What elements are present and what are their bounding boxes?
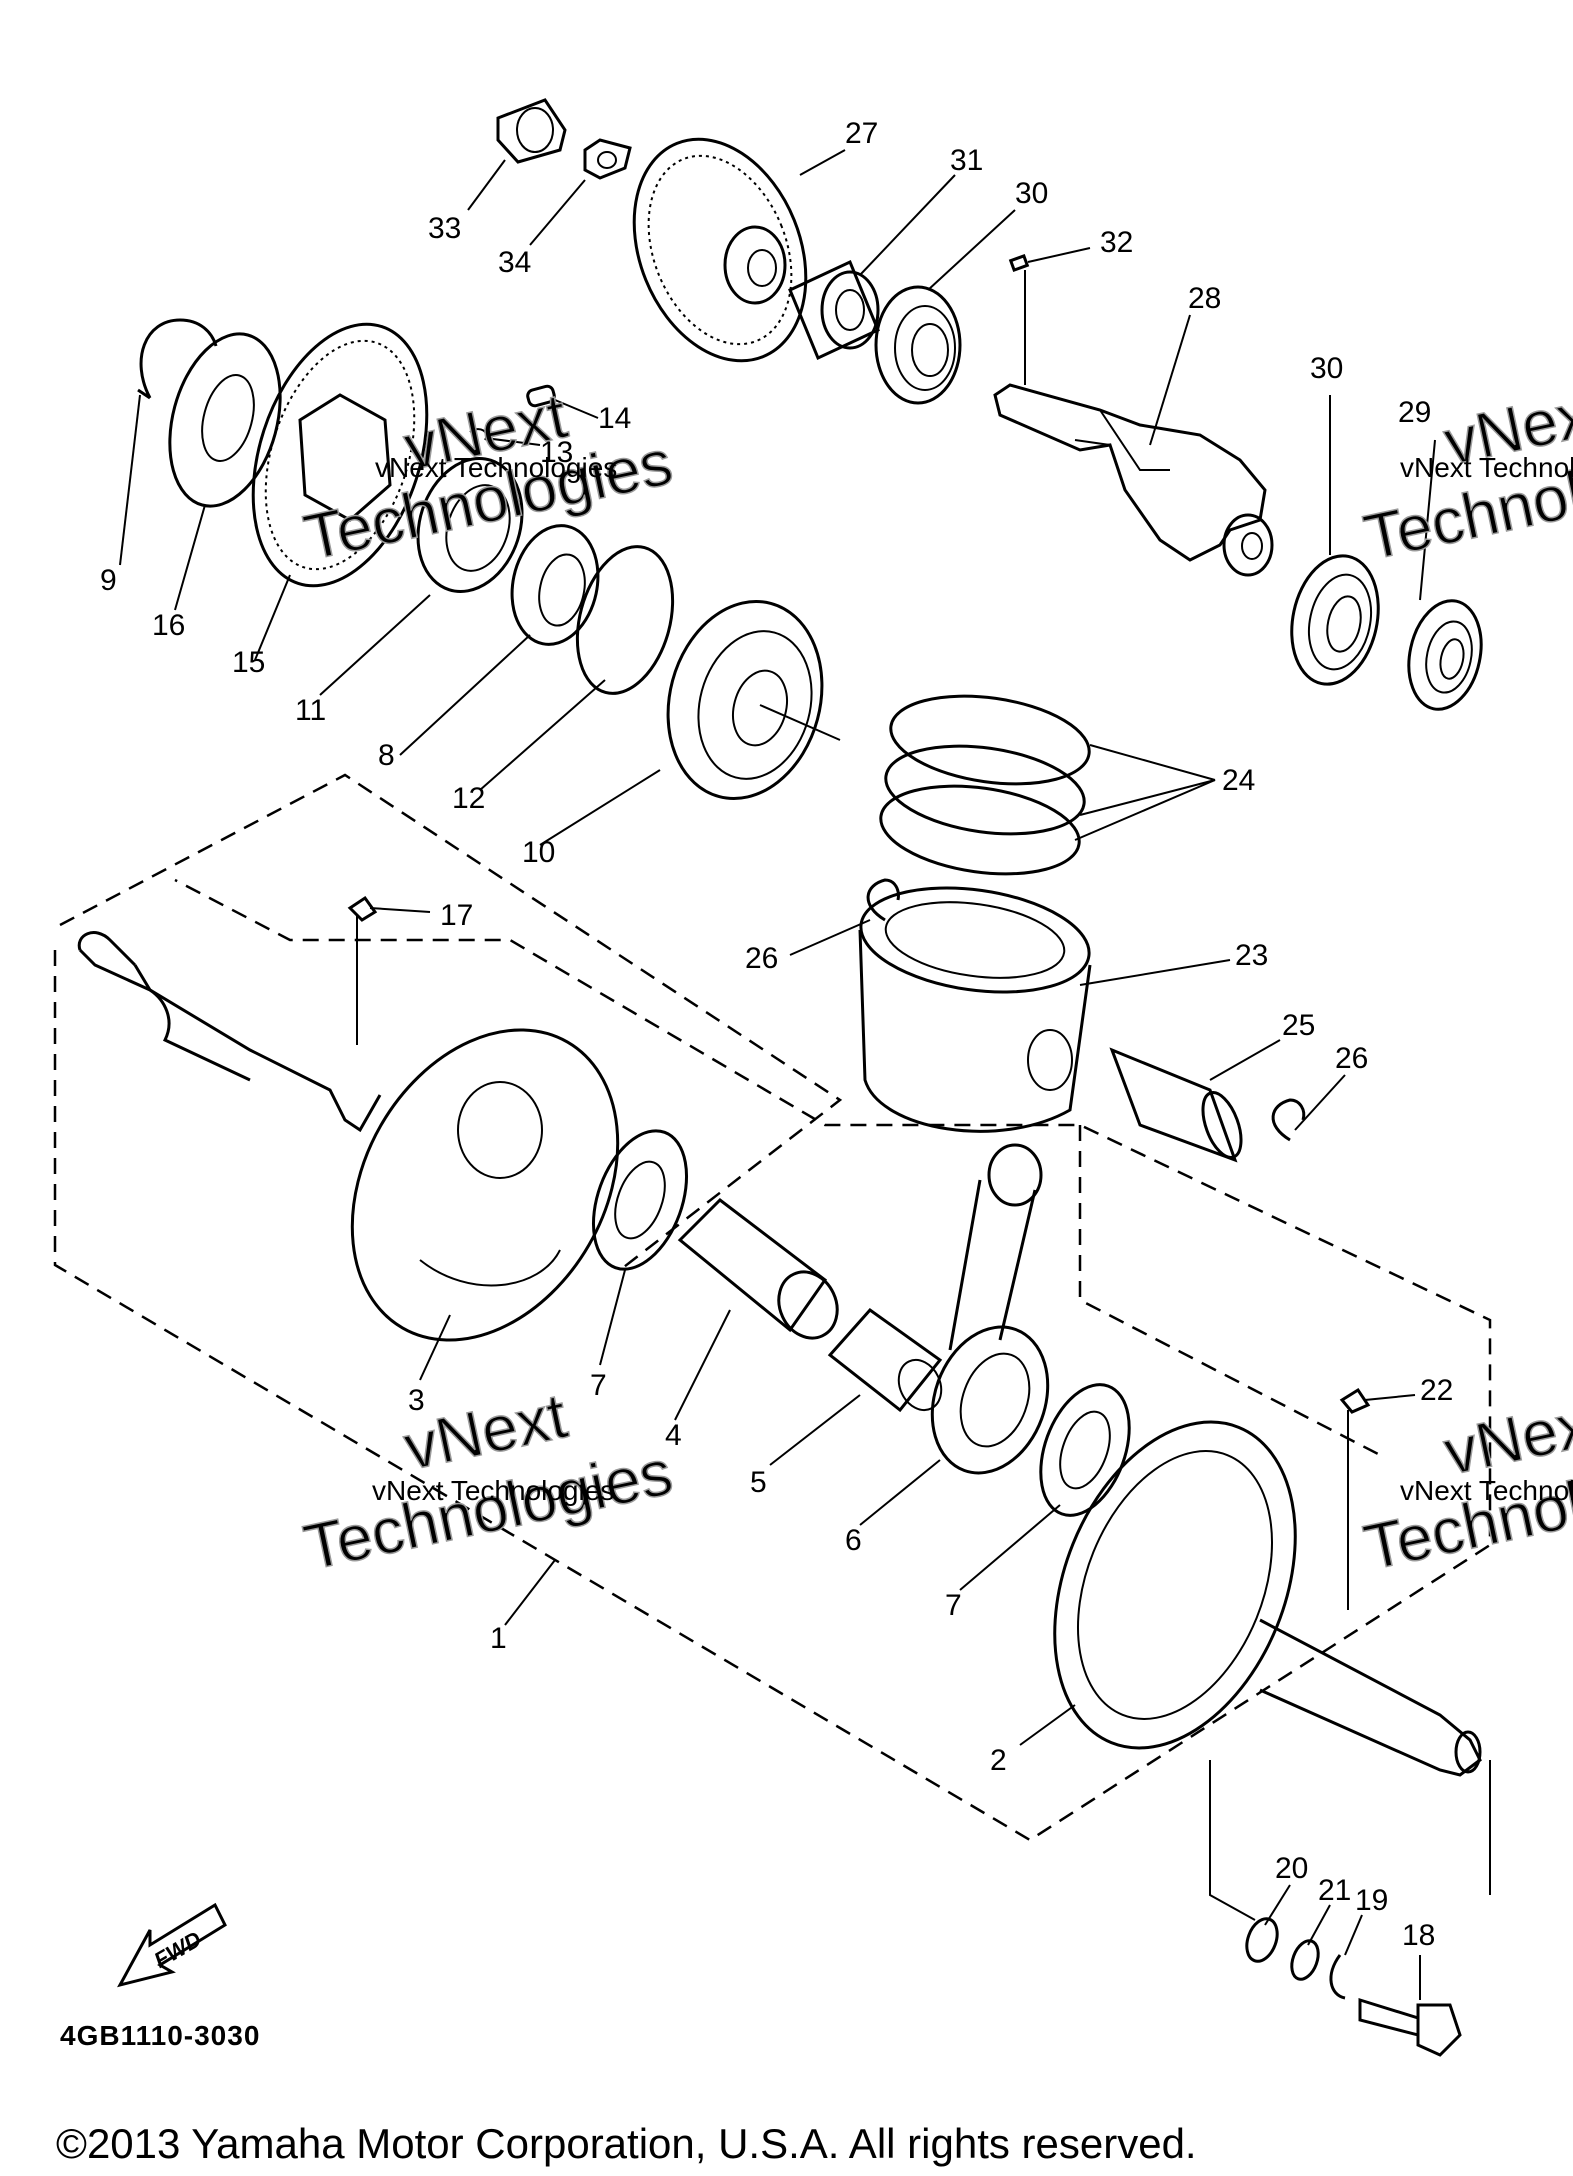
callout-26-right: 26 (1335, 1042, 1368, 1075)
leader-lines (119, 149, 1436, 2000)
group-outline-bolt (1209, 1760, 1256, 1921)
svg-text:vNext Technologies: vNext Technologies (1400, 1475, 1573, 1506)
callout-27: 27 (845, 117, 878, 150)
part-9-circlip (137, 318, 218, 400)
part-25-piston-pin (1109, 1047, 1243, 1163)
part-30-bearing-right (1290, 554, 1380, 686)
part-27-gear (632, 137, 808, 363)
watermark-right-upper: vNext Technologies vNext Technologies (1357, 373, 1573, 574)
svg-text:FWD: FWD (150, 1926, 206, 1973)
callout-30-upper: 30 (1015, 177, 1048, 210)
callout-24: 24 (1222, 764, 1255, 797)
part-7-washer-left (591, 1129, 689, 1271)
callout-23: 23 (1235, 939, 1268, 972)
callout-9: 9 (100, 564, 117, 597)
callout-33: 33 (428, 212, 461, 245)
callout-7-right: 7 (945, 1589, 962, 1622)
part-2-crank-right (1053, 1420, 1482, 1777)
callout-20: 20 (1275, 1852, 1308, 1885)
part-28-balancer-shaft (993, 383, 1274, 577)
callout-6: 6 (845, 1524, 862, 1557)
part-16-plate (168, 332, 282, 508)
group-outline-crank (53, 878, 1492, 1842)
part-22-key (1339, 1387, 1371, 1414)
callout-11: 11 (295, 694, 326, 727)
callout-7-left: 7 (590, 1369, 607, 1402)
part-18-bolt (1358, 1997, 1462, 2057)
callout-28: 28 (1188, 282, 1221, 315)
part-5-needle-bearing (827, 1307, 943, 1413)
group-outline-crank-lower (1078, 1125, 1381, 1457)
callout-16: 16 (152, 609, 185, 642)
part-30-bearing-upper (874, 285, 962, 405)
callout-26-left: 26 (745, 942, 778, 975)
part-26-clip-left (866, 878, 900, 922)
part-6-connecting-rod (930, 1143, 1050, 1475)
part-3-crank-left (77, 931, 620, 1342)
callout-21: 21 (1318, 1874, 1351, 1907)
callout-31: 31 (950, 144, 983, 177)
part-11-hub (416, 457, 524, 593)
callout-17: 17 (440, 899, 473, 932)
callout-5: 5 (750, 1466, 767, 1499)
callout-13: 13 (540, 436, 573, 469)
callout-29: 29 (1398, 396, 1431, 429)
callout-3: 3 (408, 1384, 425, 1417)
svg-text:vNext Technologies: vNext Technologies (375, 452, 617, 483)
callout-14: 14 (598, 402, 631, 435)
part-10-bearing (666, 599, 824, 801)
callout-8: 8 (378, 739, 395, 772)
copyright-notice: ©2013 Yamaha Motor Corporation, U.S.A. A… (56, 2120, 1197, 2167)
fwd-arrow-icon: FWD (117, 1902, 227, 1988)
callout-34: 34 (498, 246, 531, 279)
svg-text:vNext Technologies: vNext Technologies (1400, 452, 1573, 483)
group-outline-upper (59, 773, 843, 1271)
part-23-piston (858, 886, 1092, 1133)
part-34-lock-washer (583, 138, 632, 180)
part-4-crank-pin (677, 1198, 839, 1340)
part-7-washer-right (1039, 1383, 1131, 1517)
callout-15: 15 (232, 646, 265, 679)
figure-code: 4GB1110-3030 (60, 2020, 260, 2051)
callout-2: 2 (990, 1744, 1007, 1777)
part-31-collar (788, 259, 880, 361)
callout-32: 32 (1100, 226, 1133, 259)
part-33-nut (496, 98, 567, 164)
callout-labels: 33 34 27 31 30 32 28 30 29 14 13 9 16 15… (100, 117, 1453, 1952)
part-20-plug (1245, 1917, 1279, 1963)
callout-25: 25 (1282, 1009, 1315, 1042)
part-29-oil-seal (1407, 599, 1483, 711)
callout-18: 18 (1402, 1919, 1435, 1952)
callout-12: 12 (452, 782, 485, 815)
part-24-piston-rings (879, 694, 1091, 876)
part-21-washer (1290, 1939, 1320, 1981)
callout-22: 22 (1420, 1374, 1453, 1407)
watermark-right-lower: vNext Technologies vNext Technologies (1357, 1383, 1573, 1584)
callout-10: 10 (522, 836, 555, 869)
part-14-pin (526, 384, 556, 408)
svg-text:vNext Technologies: vNext Technologies (372, 1475, 614, 1506)
watermark-center-lower: vNext Technologies vNext Technologies (297, 1378, 679, 1584)
part-12-shim (575, 545, 675, 695)
part-32-key (1008, 253, 1030, 273)
callout-30-right: 30 (1310, 352, 1343, 385)
part-19-circlip (1329, 1954, 1346, 2000)
callout-19: 19 (1355, 1884, 1388, 1917)
callout-4: 4 (665, 1419, 682, 1452)
part-26-clip-right (1271, 1098, 1306, 1142)
callout-1: 1 (490, 1622, 507, 1655)
part-8-collar (510, 524, 600, 646)
part-15-drive-gear (251, 322, 429, 588)
